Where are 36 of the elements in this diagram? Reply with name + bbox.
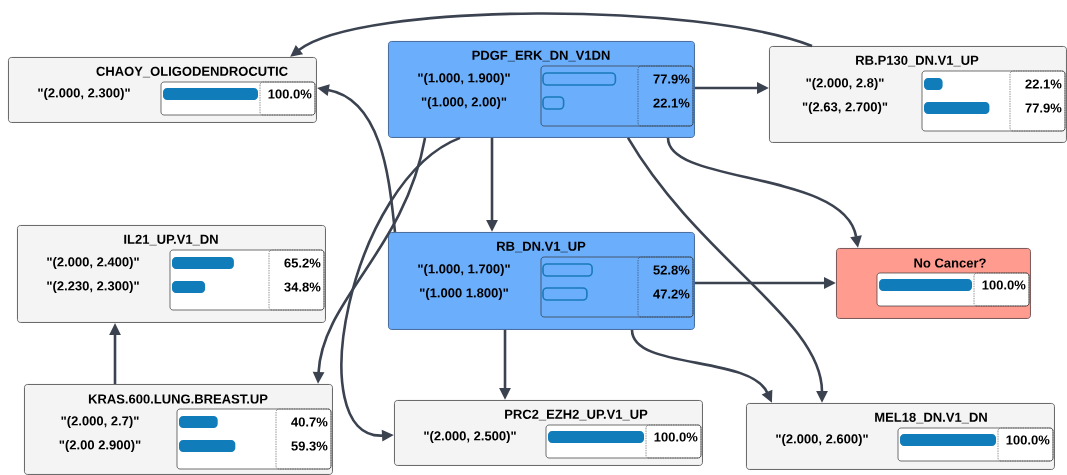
percent-label: 65.2%	[284, 258, 321, 268]
node-title: CHAOY_OLIGODENDROCUTIC	[96, 66, 288, 78]
percent-label: 47.2%	[653, 289, 690, 299]
percent-label: 100.0%	[268, 89, 312, 99]
state-label: "(2.63, 2.700)"	[802, 101, 888, 115]
state-label: "(2.000, 2.400)"	[47, 256, 139, 270]
state-label: "(1.000, 2.00)"	[421, 96, 507, 110]
state-label: "(2.000, 2.7)"	[61, 415, 139, 429]
node-title: No Cancer?	[914, 258, 986, 268]
percent-label: 40.7%	[291, 417, 328, 427]
state-label: "(2.000, 2.300)"	[38, 87, 130, 101]
percent-label: 22.1%	[653, 98, 690, 108]
percent-label: 59.3%	[291, 441, 328, 451]
state-label: "(1.000 1.800)"	[420, 287, 508, 301]
percent-label: 100.0%	[982, 280, 1026, 290]
node-title: PDGF_ERK_DN_V1DN	[472, 50, 610, 62]
node-title: RB_DN.V1_UP	[497, 241, 586, 253]
percent-label: 100.0%	[1006, 435, 1050, 445]
state-label: "(1.000, 1.700)"	[418, 263, 510, 277]
state-label: "(2.230, 2.300)"	[47, 280, 139, 294]
percent-label: 77.9%	[1025, 103, 1062, 113]
percent-label: 100.0%	[654, 432, 698, 442]
state-label: "(2.000, 2.500)"	[424, 430, 516, 444]
state-label: "(1.000, 1.900)"	[418, 72, 510, 86]
percent-label: 52.8%	[653, 265, 690, 275]
node-title: MEL18_DN.V1_DN	[875, 412, 987, 424]
state-label: "(2.000, 2.600)"	[776, 433, 868, 447]
state-label: "(2.00 2.900)"	[59, 439, 141, 453]
percent-label: 34.8%	[284, 282, 321, 292]
percent-label: 77.9%	[653, 74, 690, 84]
percent-label: 22.1%	[1025, 79, 1062, 89]
node-title: PRC2_EZH2_UP.V1_UP	[505, 409, 648, 421]
state-label: "(2.000, 2.8)"	[806, 77, 884, 91]
node-title: RB.P130_DN.V1_UP	[856, 55, 979, 67]
node-title: KRAS.600.LUNG.BREAST.UP	[88, 394, 268, 404]
node-title: IL21_UP.V1_DN	[124, 234, 218, 246]
